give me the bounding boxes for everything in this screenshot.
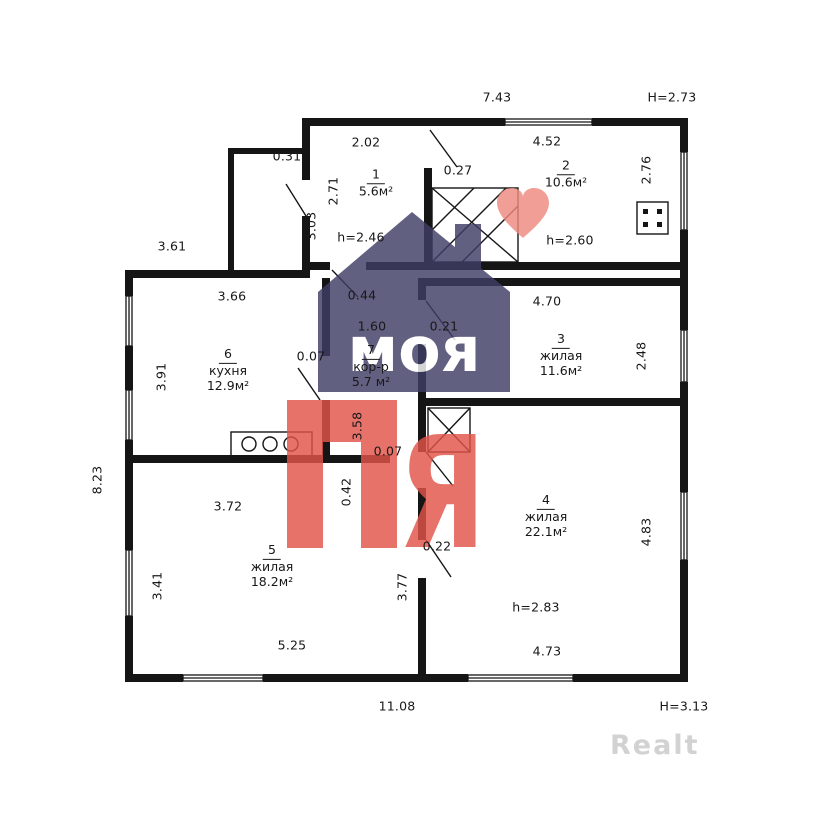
dimension-label: 2.48 bbox=[633, 341, 649, 371]
dimension-label: H=3.13 bbox=[659, 698, 709, 714]
dimension-label: h=2.83 bbox=[512, 599, 560, 615]
room-area: 22.1м² bbox=[524, 523, 568, 539]
room-area: 5.7 м² bbox=[351, 373, 391, 389]
room-name: кухня bbox=[208, 362, 248, 378]
dimension-label: 0.21 bbox=[429, 318, 459, 334]
dimension-label: 0.42 bbox=[338, 477, 354, 507]
windows bbox=[125, 118, 688, 682]
dimension-label: 3.58 bbox=[349, 411, 365, 441]
dimension-label: 4.73 bbox=[532, 643, 562, 659]
dimension-label: 1.60 bbox=[357, 318, 387, 334]
dimension-label: 7.43 bbox=[482, 89, 512, 105]
room-area: 11.6м² bbox=[539, 362, 583, 378]
dimension-label: 3.77 bbox=[394, 572, 410, 602]
room-name: кор-р bbox=[353, 358, 389, 374]
dimension-label: 2.02 bbox=[351, 134, 381, 150]
dimension-label: 0.22 bbox=[422, 538, 452, 554]
dimension-label: 2.76 bbox=[638, 155, 654, 185]
porch-walls bbox=[228, 148, 304, 270]
room-name: жилая bbox=[524, 508, 568, 524]
dimension-label: h=2.60 bbox=[546, 232, 594, 248]
room-area: 5.6м² bbox=[358, 183, 394, 198]
dimension-label: 0.44 bbox=[347, 287, 377, 303]
room-number: 6 bbox=[219, 346, 237, 364]
dimension-label: 8.23 bbox=[89, 465, 105, 495]
dimension-label: 3.41 bbox=[149, 571, 165, 601]
room-number: 1 bbox=[367, 166, 385, 184]
room-number: 3 bbox=[552, 331, 570, 349]
room-area: 12.9м² bbox=[206, 377, 250, 393]
dimension-label: 11.08 bbox=[378, 698, 416, 714]
dimension-label: 5.25 bbox=[277, 637, 307, 653]
dimension-label: 3.03 bbox=[303, 211, 319, 241]
room-name: жилая bbox=[539, 347, 583, 363]
dimension-label: 3.61 bbox=[157, 238, 187, 254]
dimension-label: 0.31 bbox=[272, 148, 302, 164]
dimension-label: h=2.46 bbox=[337, 229, 385, 245]
dimension-label: 0.27 bbox=[443, 162, 473, 178]
dimension-label: 3.72 bbox=[213, 498, 243, 514]
dimension-label: 3.66 bbox=[217, 288, 247, 304]
room-area: 10.6м² bbox=[544, 174, 588, 189]
dimension-label: 4.83 bbox=[638, 517, 654, 547]
furnace-square bbox=[427, 407, 471, 453]
room-number: 7 bbox=[362, 342, 380, 360]
dimension-label: 0.07 bbox=[373, 443, 403, 459]
room-number: 2 bbox=[557, 157, 575, 175]
dimension-label: 3.91 bbox=[153, 362, 169, 392]
dimension-label: H=2.73 bbox=[647, 89, 697, 105]
dimension-label: 2.71 bbox=[325, 176, 341, 206]
appliance-icon bbox=[636, 201, 669, 235]
dimension-label: 0.07 bbox=[296, 348, 326, 364]
dimension-label: 4.52 bbox=[532, 133, 562, 149]
realt-logo: Realt bbox=[610, 730, 700, 761]
room-number: 5 bbox=[263, 542, 281, 560]
dimension-label: 4.70 bbox=[532, 293, 562, 309]
room-number: 4 bbox=[537, 492, 555, 510]
room-name: жилая bbox=[250, 558, 294, 574]
room-area: 18.2м² bbox=[250, 573, 294, 589]
